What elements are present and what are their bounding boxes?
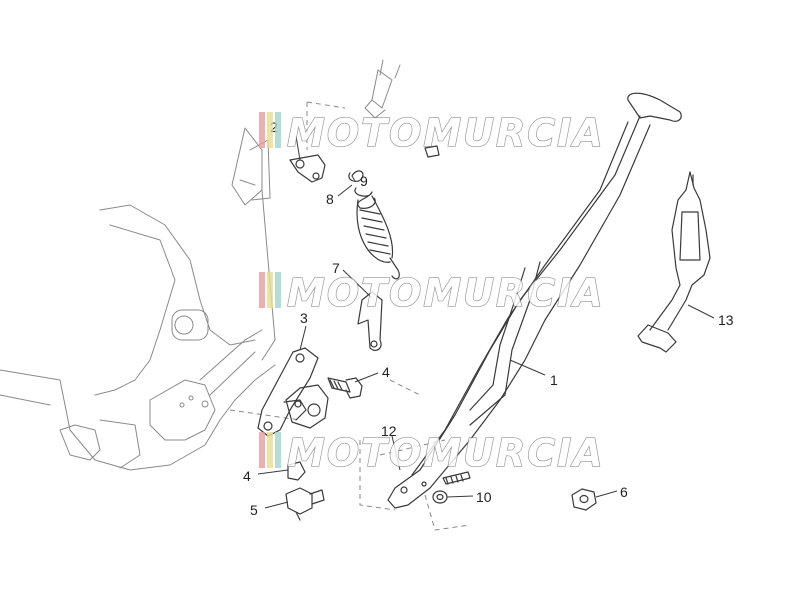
watermark-stripe [259,272,265,308]
callout-5: 5 [250,502,258,518]
callout-4-upper: 4 [382,364,390,380]
callout-labels: 1 2 3 4 4 5 6 7 8 9 10 12 13 [243,119,734,518]
callout-4-lower: 4 [243,468,251,484]
pivot-bracket [285,384,329,429]
leader-lines [257,135,715,509]
part-13-stand-foot [637,171,711,353]
part-10-washer [432,490,448,504]
watermark-stripe [267,432,273,468]
part-9-spring [348,170,400,280]
bracket-bolt-hint [239,179,256,186]
callout-12: 12 [381,423,397,439]
callout-9: 9 [360,173,368,189]
callout-7: 7 [332,260,340,276]
part-12-screw [442,471,471,485]
callout-6: 6 [620,484,628,500]
watermark-stripe [267,272,273,308]
watermark-stripe [275,272,281,308]
mount-bolt [424,145,440,158]
part-3-mounting-plate [257,347,319,437]
part-2-bracket [289,154,326,183]
watermark-text: MOTOMURCIA [287,431,605,475]
callout-3: 3 [300,310,308,326]
shock-absorber-fragment [364,59,401,119]
callout-13: 13 [718,312,734,328]
part-6-nut [571,488,597,511]
watermark-stripe [259,112,265,148]
watermark-middle: MOTOMURCIA [259,270,605,316]
watermark-bottom: MOTOMURCIA [259,430,605,476]
assembly-dashed-lines [229,101,471,531]
watermark-stripe [275,432,281,468]
watermark-stripe [275,112,281,148]
part-5-pivot-bolt [285,487,325,521]
frame-outline [0,127,276,471]
watermark-top: MOTOMURCIA [259,110,605,156]
watermark-text: MOTOMURCIA [287,111,605,155]
callout-10: 10 [476,489,492,505]
watermark-stripe [259,432,265,468]
part-4-bolt-upper [327,377,363,399]
callout-8: 8 [326,191,334,207]
callout-2: 2 [270,119,278,135]
part-7-spring-bracket [357,291,383,352]
part-1-side-stand [387,92,682,509]
watermark-text: MOTOMURCIA [287,271,605,315]
callout-1: 1 [550,372,558,388]
watermark-stripe [267,112,273,148]
part-4-nut-lower [287,461,306,481]
